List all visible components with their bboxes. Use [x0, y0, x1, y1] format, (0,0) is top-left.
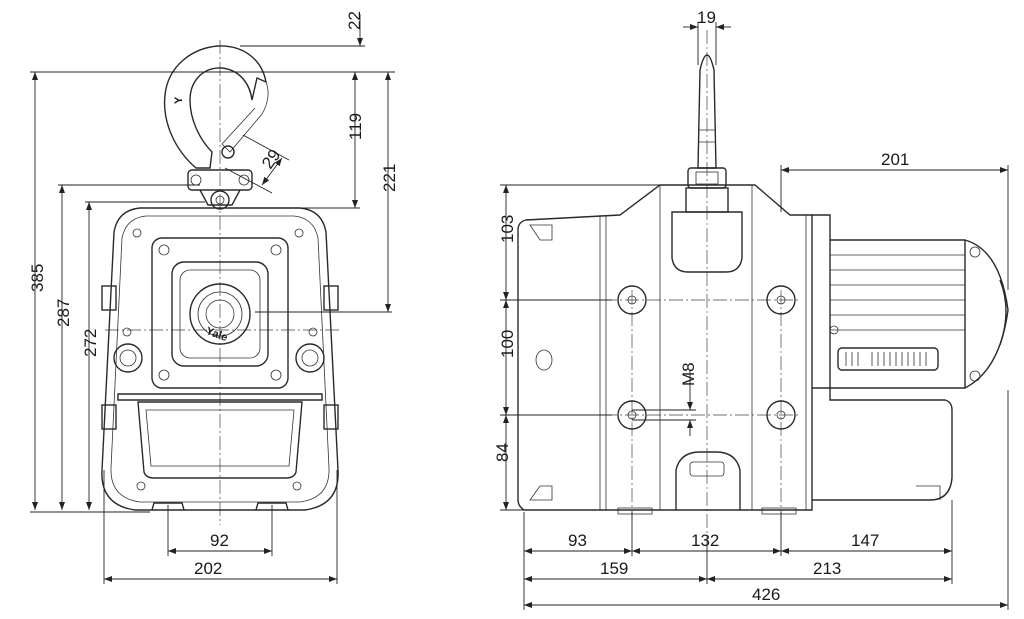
dim-upper-height: 103	[498, 215, 517, 243]
dim-right-total: 213	[813, 559, 841, 578]
dim-left-total: 159	[600, 559, 628, 578]
dim-left-span: 93	[568, 531, 587, 550]
dim-middle-height: 100	[498, 330, 517, 358]
side-view: 19 201 103 100 84 M8	[493, 8, 1009, 610]
hook: Y	[163, 45, 269, 169]
dim-hook-opening: 29	[258, 146, 284, 172]
dim-overall-width: 202	[194, 559, 222, 578]
dim-hook-top-offset: 22	[345, 11, 364, 30]
suspension-eye	[685, 54, 729, 213]
side-housing	[517, 184, 813, 515]
dim-lower-height: 84	[493, 443, 512, 462]
dim-motor-length: 201	[881, 150, 909, 169]
front-dimensions: 22 119 221 29 385 287 27	[28, 11, 399, 584]
side-dimensions: 19 201 103 100 84 M8	[493, 8, 1009, 610]
dim-suspension-width: 19	[697, 8, 716, 27]
dim-thread: M8	[679, 362, 698, 386]
dim-hook-to-center: 221	[380, 164, 399, 192]
svg-text:Y: Y	[173, 96, 185, 104]
dim-foot-spacing: 92	[210, 531, 229, 550]
dim-overall-length: 426	[752, 585, 780, 604]
dim-body-height-b: 272	[81, 329, 100, 357]
dim-center-span: 132	[691, 531, 719, 550]
dim-right-span: 147	[851, 531, 879, 550]
front-view: Y	[28, 11, 399, 584]
suspension-swivel	[187, 169, 253, 210]
dim-overall-height: 385	[28, 264, 47, 292]
dim-hook-to-suspension: 119	[346, 113, 365, 140]
front-housing: Yale	[101, 207, 339, 511]
dim-body-height-a: 287	[54, 299, 73, 327]
motor	[812, 214, 1009, 501]
